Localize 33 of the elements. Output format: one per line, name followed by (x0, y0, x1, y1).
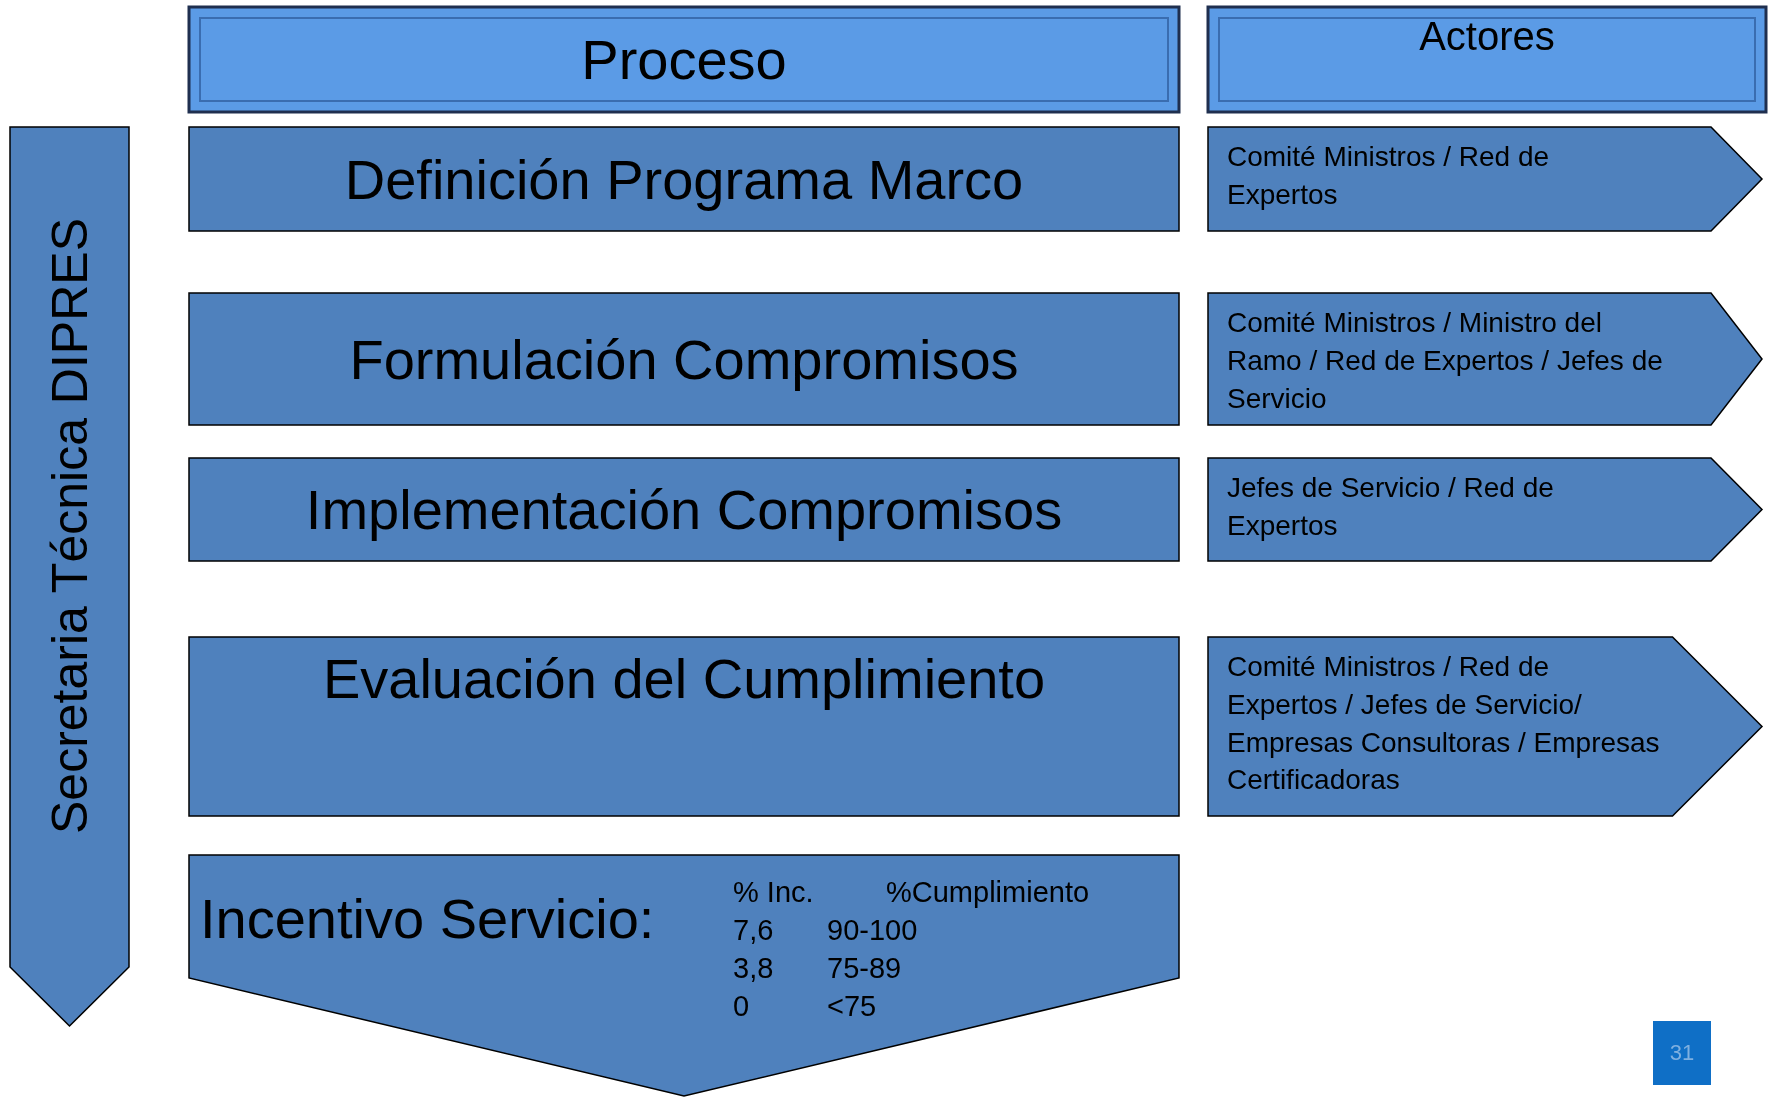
table-header: %Cumplimiento (886, 876, 1090, 909)
process-box (188, 126, 1180, 232)
process-box (188, 292, 1180, 426)
actor-text: Comité Ministros / Red de Expertos / Jefes de Servicio/ Empresas Consultoras / Empresas Certificadoras (1227, 650, 1661, 798)
column-header (1207, 6, 1767, 113)
process-title: Formulación Compromisos (348, 326, 1020, 392)
process-title: Implementación Compromisos (304, 477, 1064, 543)
header-text: Proceso (580, 27, 788, 93)
table-header: % Inc. (733, 876, 814, 909)
process-title: Secretaria Técnica DIPRES (40, 218, 99, 834)
process-box (188, 636, 1180, 817)
actor-panel (1207, 292, 1763, 426)
table-cell: <75 (827, 990, 877, 1023)
table-cell: 3,8 (733, 952, 774, 985)
table-cell: 90-100 (827, 914, 918, 947)
process-title: Definición Programa Marco (343, 146, 1025, 212)
process-title: Incentivo Servicio: (200, 886, 655, 951)
page-number: 31 (1653, 1021, 1711, 1085)
process-pentagon (188, 854, 1180, 1097)
actor-panel (1207, 126, 1763, 232)
actor-text: Jefes de Servicio / Red de Expertos (1227, 471, 1555, 543)
column-header (188, 6, 1180, 113)
process-box (188, 457, 1180, 562)
actor-text: Comité Ministros / Red de Expertos (1227, 140, 1551, 212)
table-cell: 7,6 (733, 914, 774, 947)
down-arrow-banner (9, 126, 130, 1027)
actor-text: Comité Ministros / Ministro del Ramo / Red de Expertos / Jefes de Servicio (1227, 306, 1664, 416)
process-title: Evaluación del Cumplimiento (321, 646, 1047, 711)
header-text: Actores (1418, 14, 1556, 59)
table-cell: 75-89 (827, 952, 902, 985)
table-cell: 0 (733, 990, 750, 1023)
actor-panel (1207, 636, 1763, 817)
actor-panel (1207, 457, 1763, 562)
